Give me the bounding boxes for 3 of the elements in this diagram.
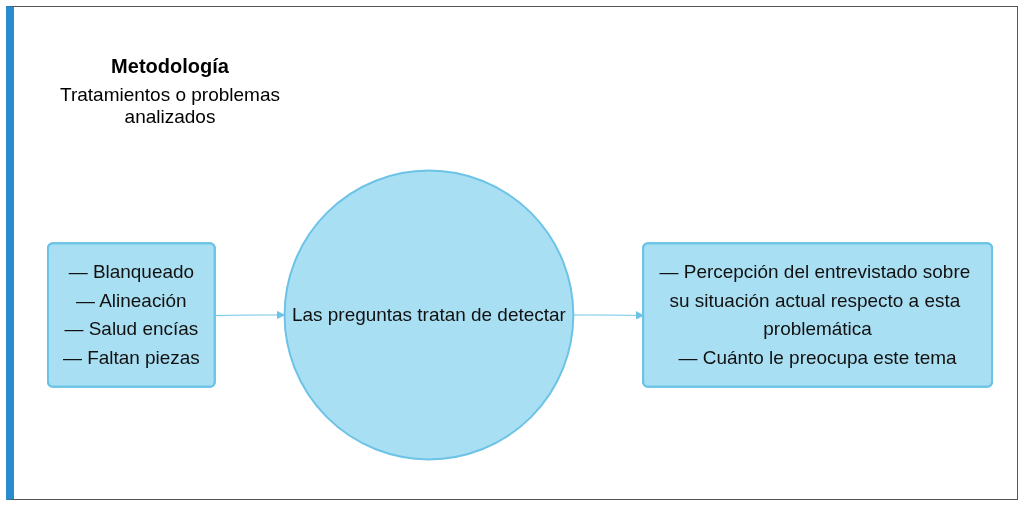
node-circle: Las preguntas tratan de detectar (283, 169, 575, 461)
diagram-title: Metodología (111, 55, 229, 78)
subtitle-text: Tratamientos o problemas analizados (59, 84, 281, 128)
